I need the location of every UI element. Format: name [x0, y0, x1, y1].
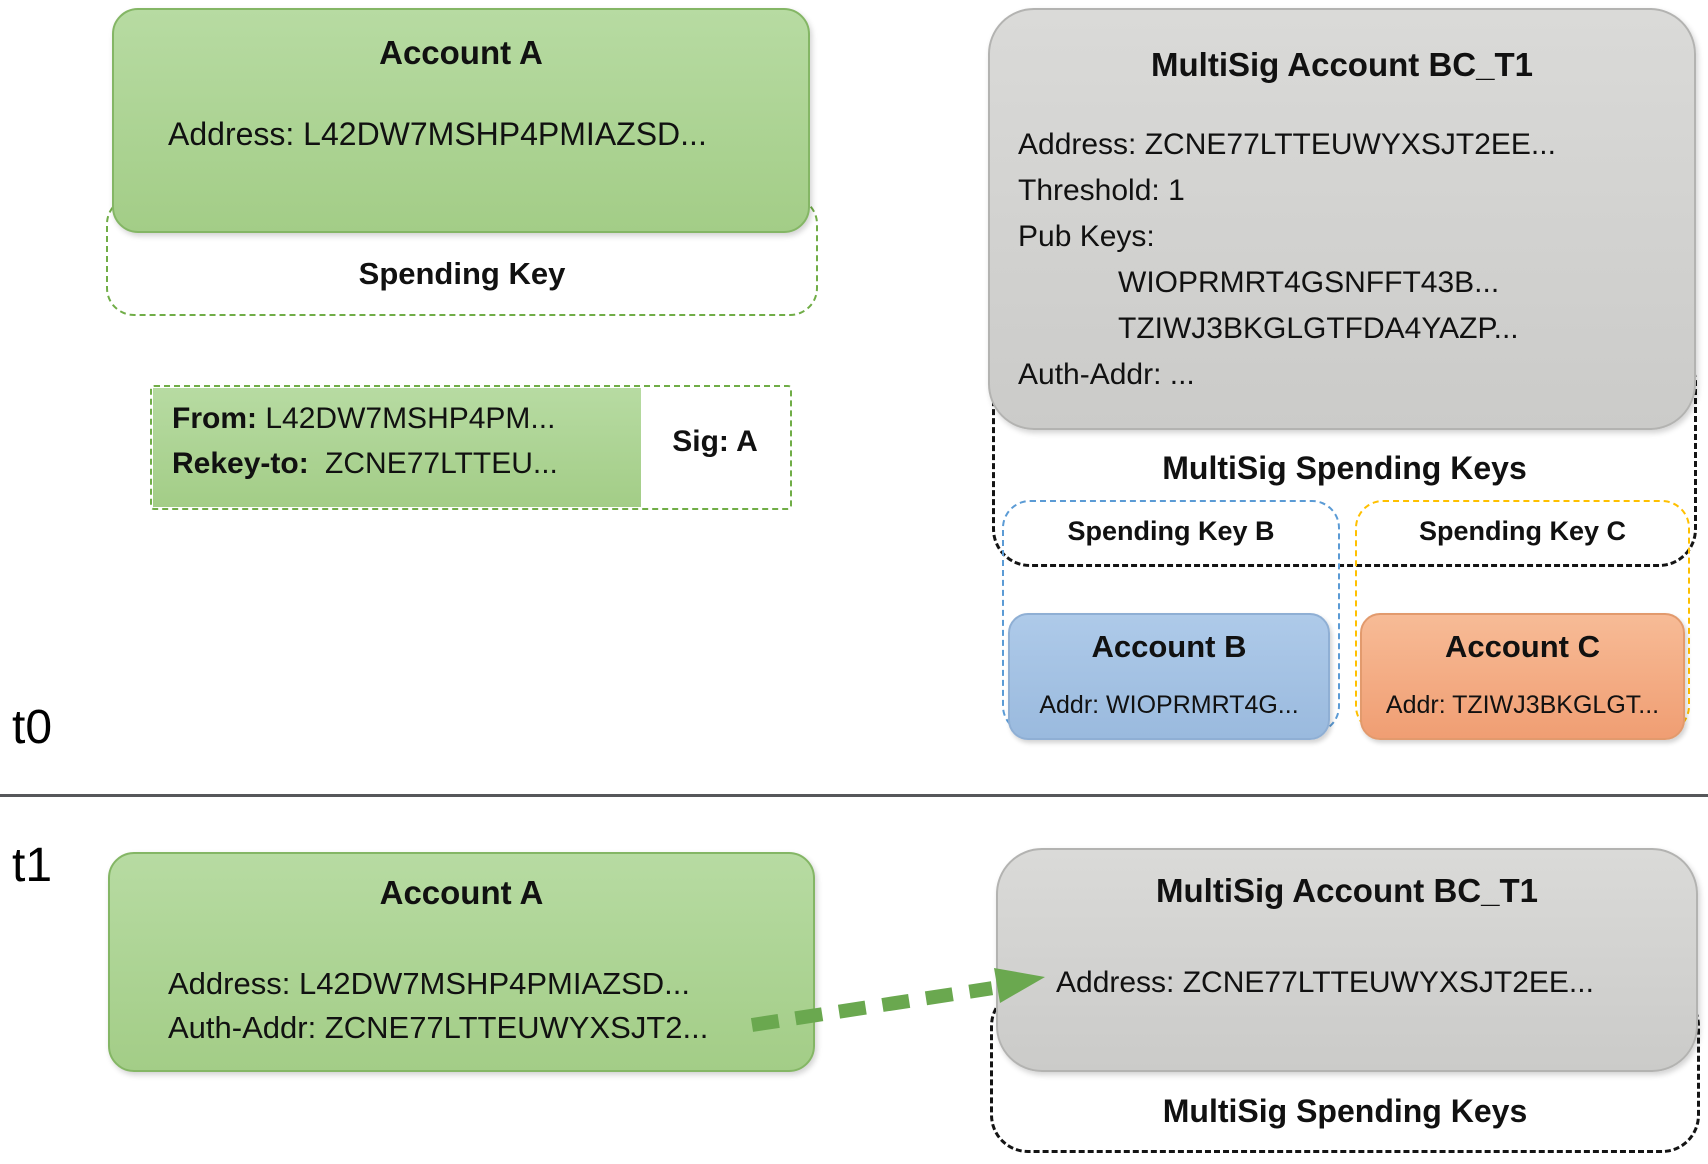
account-a-t1-address: Address: L42DW7MSHP4PMIAZSD...: [168, 966, 690, 1001]
multisig-account-t0-threshold: Threshold: 1: [1018, 174, 1185, 207]
account-a-t0-box: Account A Address: L42DW7MSHP4PMIAZSD...: [112, 8, 810, 233]
timeline-divider: [0, 794, 1708, 797]
account-a-t1-title: Account A: [379, 874, 544, 911]
t1-label: t1: [12, 839, 53, 892]
multisig-account-t0-title: MultiSig Account BC_T1: [1151, 46, 1533, 83]
account-b-addr: Addr: WIOPRMRT4G...: [1039, 691, 1299, 719]
t0-label: t0: [12, 701, 53, 754]
multisig-spending-keys-t0-box: MultiSig Spending Keys: [992, 345, 1697, 567]
rekey-from-line: From: L42DW7MSHP4PM...: [172, 402, 555, 436]
multisig-account-t0-pubkeys-label: Pub Keys:: [1018, 220, 1155, 253]
account-a-t1-auth-addr: Auth-Addr: ZCNE77LTTEUWYXSJT2...: [168, 1010, 709, 1045]
rekey-to-value: ZCNE77LTTEU...: [325, 447, 558, 480]
spending-key-a-label: Spending Key: [358, 256, 566, 291]
account-a-t1-box: Account A Address: L42DW7MSHP4PMIAZSD...…: [108, 852, 815, 1072]
account-b-box: Account B Addr: WIOPRMRT4G...: [1008, 613, 1330, 740]
rekey-transaction-box: From: L42DW7MSHP4PM... Rekey-to: ZCNE77L…: [150, 385, 792, 510]
multisig-spending-keys-t1-label: MultiSig Spending Keys: [1162, 1093, 1528, 1129]
account-a-t0-title: Account A: [379, 34, 543, 71]
rekey-from-value: L42DW7MSHP4PM...: [265, 402, 556, 435]
rekey-transaction-fill: [153, 388, 641, 507]
multisig-spending-keys-t0-label: MultiSig Spending Keys: [1162, 450, 1527, 486]
multisig-account-t1-address: Address: ZCNE77LTTEUWYXSJT2EE...: [1056, 966, 1594, 999]
rekey-to-label: Rekey-to:: [172, 447, 309, 480]
multisig-account-t0-auth-addr: Auth-Addr: ...: [1018, 358, 1195, 391]
multisig-account-t0-pubkey-2: TZIWJ3BKGLGTFDA4YAZP...: [1118, 312, 1519, 345]
multisig-account-t1-title: MultiSig Account BC_T1: [1156, 872, 1538, 909]
spending-key-b-label: Spending Key B: [1067, 516, 1275, 546]
spending-key-c-label: Spending Key C: [1418, 516, 1627, 546]
account-c-addr: Addr: TZIWJ3BKGLGT...: [1385, 691, 1660, 719]
account-b-title: Account B: [1091, 629, 1247, 664]
account-c-title: Account C: [1445, 629, 1600, 664]
multisig-account-t0-address: Address: ZCNE77LTTEUWYXSJT2EE...: [1018, 128, 1556, 161]
rekey-to-line: Rekey-to: ZCNE77LTTEU...: [172, 447, 558, 481]
rekey-arrow: [750, 968, 1045, 1032]
sig-a-label: Sig: A: [672, 425, 758, 458]
multisig-account-t0-pubkey-1: WIOPRMRT4GSNFFT43B...: [1118, 266, 1500, 299]
account-c-box: Account C Addr: TZIWJ3BKGLGT...: [1360, 613, 1685, 740]
rekey-from-label: From:: [172, 402, 257, 435]
multisig-account-t1-box: MultiSig Account BC_T1 Address: ZCNE77LT…: [996, 848, 1698, 1072]
multisig-account-t0-box: MultiSig Account BC_T1 Address: ZCNE77LT…: [988, 8, 1696, 430]
account-a-t0-address: Address: L42DW7MSHP4PMIAZSD...: [168, 116, 707, 152]
